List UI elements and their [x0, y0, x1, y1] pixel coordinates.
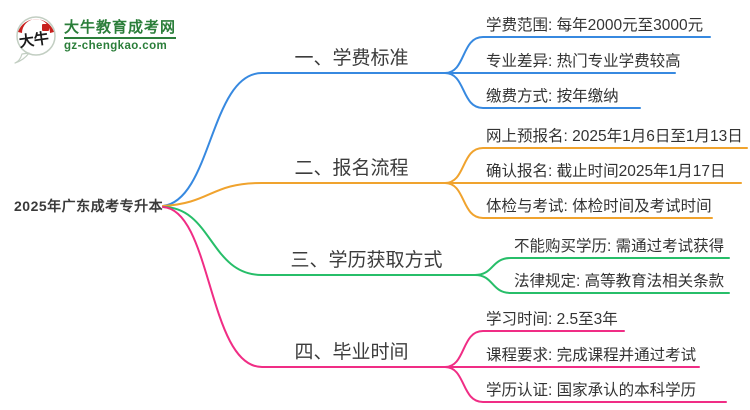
branch-2-label: 二、报名流程 [294, 158, 409, 179]
branch-1-child-1: 学费范围: 每年2000元至3000元 [486, 17, 704, 34]
root-node: 2025年广东成考专升本 [14, 198, 164, 214]
branch-3-child-1-line [474, 257, 730, 276]
site-name: 大牛教育成考网 [64, 19, 177, 36]
branch-3-child-1: 不能购买学历: 需通过考试获得 [514, 238, 725, 255]
site-logo: 大牛 大牛教育成考网 gz-chengkao.com [12, 12, 177, 64]
site-url: gz-chengkao.com [64, 40, 168, 52]
branch-4-label: 四、毕业时间 [294, 342, 409, 363]
branch-3-child-2: 法律规定: 高等教育法相关条款 [514, 273, 725, 290]
branch-4-child-3: 学历认证: 国家承认的本科学历 [486, 382, 697, 399]
branch-4-child-2: 课程要求: 完成课程并通过考试 [486, 347, 697, 364]
branch-4-child-1: 学习时间: 2.5至3年 [486, 311, 618, 328]
logo-divider [64, 37, 177, 39]
daniu-logo-icon: 大牛 [14, 16, 56, 64]
branch-3-line [162, 206, 476, 276]
branch-4-line [162, 206, 446, 368]
branch-1-child-2: 专业差异: 热门专业学费较高 [486, 53, 681, 70]
branch-2-child-1-line [444, 147, 748, 184]
branch-1-child-1-line [444, 36, 711, 74]
branch-1-label: 一、学费标准 [294, 48, 409, 69]
branch-1-child-3: 缴费方式: 按年缴纳 [486, 88, 619, 105]
branch-2-line [162, 182, 446, 207]
branch-4-child-1-line [444, 330, 625, 368]
branch-2-child-3-line [444, 182, 713, 219]
branch-4-child-3-line [444, 366, 727, 403]
branch-2-child-1: 网上预报名: 2025年1月6日至1月13日 [486, 128, 743, 145]
branch-1-line [162, 72, 446, 207]
branch-3-child-2-line [474, 274, 730, 294]
branch-2-child-2: 确认报名: 截止时间2025年1月17日 [486, 163, 726, 180]
logo-badge-text: 大牛 [18, 29, 50, 51]
branch-3-label: 三、学历获取方式 [290, 250, 443, 271]
branch-2-child-3: 体检与考试: 体检时间及考试时间 [486, 198, 712, 215]
branch-1-child-3-line [444, 72, 641, 109]
